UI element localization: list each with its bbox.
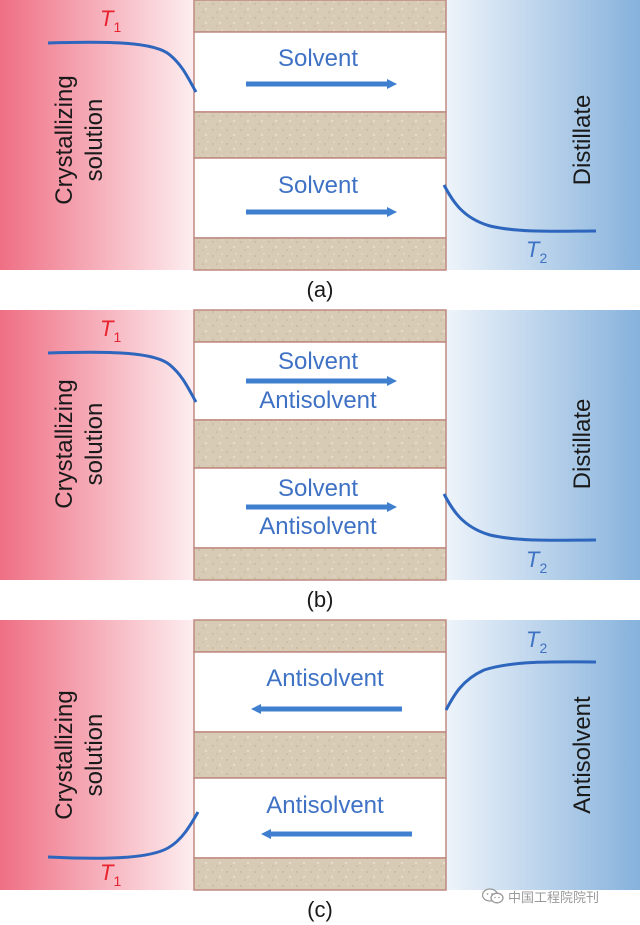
crystallizing-solution-region — [0, 0, 194, 270]
membrane-layer — [193, 619, 447, 653]
membrane-layer — [193, 419, 447, 469]
channel-label-secondary: Antisolvent — [259, 513, 377, 540]
crystallizing-solution-region — [0, 310, 194, 580]
channel-label: Antisolvent — [266, 665, 384, 692]
channel-label: Solvent — [278, 348, 358, 375]
t2-temperature-curve — [444, 660, 597, 711]
t1-temperature-curve — [47, 811, 200, 860]
crystallizing-solution-region — [0, 620, 194, 890]
membrane-layer — [193, 237, 447, 271]
channel-label: Antisolvent — [266, 792, 384, 819]
left-label-line2: solution — [81, 403, 108, 486]
t1-label: T1 — [100, 6, 121, 35]
antisolvent-region — [446, 620, 640, 890]
channel-label: Solvent — [278, 475, 358, 502]
distillate-region — [446, 310, 640, 580]
watermark-text: 中国工程院院刊 — [508, 890, 600, 906]
right-label: Antisolvent — [569, 696, 596, 814]
t1-label: T1 — [100, 860, 121, 889]
wechat-icon — [482, 888, 504, 904]
right-label: Distillate — [569, 95, 596, 186]
channel-label: Solvent — [278, 45, 358, 72]
membrane-stack — [193, 0, 447, 271]
channel — [193, 157, 447, 239]
distillate-region — [446, 0, 640, 270]
t2-temperature-curve — [442, 493, 597, 542]
t2-label: T2 — [526, 547, 547, 576]
membrane-layer — [193, 111, 447, 159]
left-label-line2: solution — [81, 99, 108, 182]
right-label: Distillate — [569, 399, 596, 490]
left-label-line1: Crystallizing — [51, 690, 78, 819]
channel-label: Solvent — [278, 172, 358, 199]
left-label-line2: solution — [81, 714, 108, 797]
t1-temperature-curve — [47, 40, 198, 93]
membrane-layer — [193, 309, 447, 343]
caption-a: (a) — [307, 277, 334, 302]
membrane-layer — [193, 547, 447, 581]
membrane-stack — [193, 619, 447, 891]
t1-temperature-curve — [47, 350, 198, 403]
channel — [193, 31, 447, 113]
t2-label: T2 — [526, 237, 547, 266]
membrane-layer — [193, 0, 447, 33]
membrane-stack — [193, 309, 447, 581]
channel-label-secondary: Antisolvent — [259, 387, 377, 414]
channel — [193, 651, 447, 733]
caption-b: (b) — [307, 587, 334, 612]
caption-c: (c) — [307, 897, 333, 922]
t2-label: T2 — [526, 627, 547, 656]
watermark: 中国工程院院刊 — [482, 884, 632, 908]
t2-temperature-curve — [442, 184, 597, 233]
membrane-layer — [193, 731, 447, 779]
membrane-layer — [193, 857, 447, 891]
t1-label: T1 — [100, 316, 121, 345]
left-label-line1: Crystallizing — [51, 379, 78, 508]
left-label-line1: Crystallizing — [51, 75, 78, 204]
